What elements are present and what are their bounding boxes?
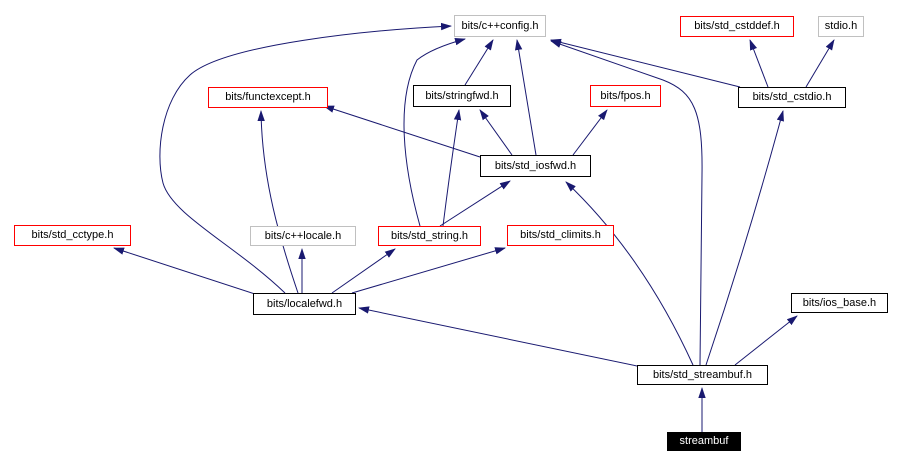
graph-node-std_iosfwd[interactable]: bits/std_iosfwd.h — [480, 155, 591, 177]
graph-node-localefwd[interactable]: bits/localefwd.h — [253, 293, 356, 315]
graph-node-stdio[interactable]: stdio.h — [818, 16, 864, 37]
edge-localefwd-to-functexcept — [257, 110, 299, 294]
edge-std_string-to-stringfwd — [442, 109, 462, 227]
graph-node-std_climits[interactable]: bits/std_climits.h — [507, 225, 614, 246]
edge-std_string-to-cpp_config — [403, 38, 466, 227]
graph-node-std_cctype[interactable]: bits/std_cctype.h — [14, 225, 131, 246]
edge-std_streambuf-to-localefwd — [358, 306, 638, 367]
edge-std_string-to-std_iosfwd — [439, 180, 511, 227]
graph-node-cpp_config[interactable]: bits/c++config.h — [454, 15, 546, 37]
edges-group — [113, 22, 835, 432]
graph-node-ios_base[interactable]: bits/ios_base.h — [791, 293, 888, 313]
edge-std_iosfwd-to-stringfwd — [479, 109, 513, 156]
graph-node-cpp_locale[interactable]: bits/c++locale.h — [250, 226, 356, 246]
edge-localefwd-to-std_climits — [351, 247, 506, 294]
edge-localefwd-to-std_cctype — [113, 247, 256, 295]
edge-std_cstdio-to-stdio — [805, 39, 835, 88]
graph-node-fpos[interactable]: bits/fpos.h — [590, 85, 661, 107]
edge-std_streambuf-to-std_cstdio — [705, 110, 784, 366]
graph-node-std_cstddef[interactable]: bits/std_cstddef.h — [680, 16, 794, 37]
graph-node-std_string[interactable]: bits/std_string.h — [378, 226, 481, 246]
graph-node-std_cstdio[interactable]: bits/std_cstdio.h — [738, 87, 846, 108]
edge-std_iosfwd-to-functexcept — [323, 105, 481, 158]
edge-std_cstdio-to-cpp_config — [550, 38, 741, 88]
graph-node-streambuf[interactable]: streambuf — [667, 432, 741, 451]
graph-node-stringfwd[interactable]: bits/stringfwd.h — [413, 85, 511, 107]
edge-localefwd-to-std_string — [331, 248, 396, 294]
edge-std_streambuf-to-cpp_config — [550, 40, 703, 366]
graph-node-std_streambuf[interactable]: bits/std_streambuf.h — [637, 365, 768, 385]
edge-std_iosfwd-to-fpos — [572, 109, 608, 156]
edge-std_streambuf-to-std_iosfwd — [565, 181, 694, 366]
edge-std_iosfwd-to-cpp_config — [514, 39, 537, 156]
edge-std_cstdio-to-std_cstddef — [749, 39, 769, 88]
edge-stringfwd-to-cpp_config — [464, 39, 494, 86]
graph-node-functexcept[interactable]: bits/functexcept.h — [208, 87, 328, 108]
edge-localefwd-to-cpp_config — [159, 22, 452, 294]
edge-std_streambuf-to-ios_base — [734, 315, 798, 366]
